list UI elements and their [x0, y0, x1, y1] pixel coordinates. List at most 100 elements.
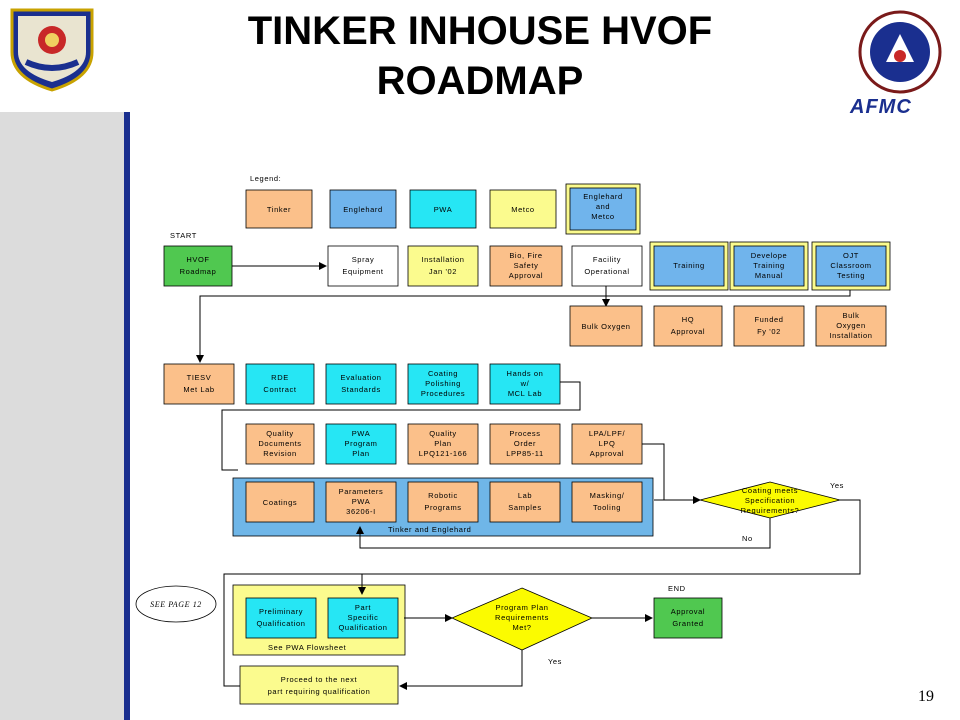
- legend-pwa-text: PWA: [434, 205, 453, 214]
- node-prelim-line2: Qualification: [256, 619, 305, 628]
- slide-title: TINKER INHOUSE HVOF ROADMAP: [150, 6, 810, 106]
- start-label: START: [170, 231, 197, 240]
- node-coatings: [245, 481, 315, 523]
- node-hvof-roadmap: [163, 245, 233, 287]
- node-bio-line3: Approval: [509, 271, 543, 280]
- legend-eng-metco-box: [569, 187, 637, 231]
- left-side-panel: [0, 112, 124, 720]
- node-lpa-line3: Approval: [590, 449, 624, 458]
- decision2-line2: Requirements: [495, 613, 549, 622]
- node-hands-on-mcl-lab: [489, 363, 561, 405]
- legend-tinker-box: [245, 189, 313, 229]
- node-ojt-line3: Testing: [837, 271, 865, 280]
- node-evaluation-standards: [325, 363, 397, 405]
- node-params-line1: Parameters: [339, 487, 384, 496]
- node-facility-line1: Facility: [593, 255, 621, 264]
- see-page-12-note: [135, 585, 217, 623]
- node-bulk-line1: Bulk Oxygen: [581, 322, 630, 331]
- node-rde-line1: RDE: [271, 373, 289, 382]
- node-masking-tooling: [571, 481, 643, 523]
- left-accent-rule: [124, 112, 130, 720]
- node-approval-line1: Approval: [671, 607, 705, 616]
- legend-englehard-text: Englehard: [343, 205, 383, 214]
- node-process-line3: LPP85-11: [506, 449, 544, 458]
- node-partspec-line3: Qualification: [338, 623, 387, 632]
- node-facility-line2: Operational: [584, 267, 629, 276]
- node-install-line2: Jan '02: [429, 267, 457, 276]
- node-lpa-line2: LPQ: [599, 439, 616, 448]
- node-lpa-approval: [571, 423, 643, 465]
- node-tiesv-line2: Met Lab: [183, 385, 214, 394]
- node-pwaplan-line3: Plan: [352, 449, 369, 458]
- node-spray-line2: Equipment: [342, 267, 384, 276]
- node-proceed-line1: Proceed to the next: [281, 675, 358, 684]
- node-ojt-classroom: [815, 245, 887, 287]
- afmc-brand-text: AFMC: [850, 96, 912, 118]
- end-label: END: [668, 584, 686, 593]
- node-parameters-pwa: [325, 481, 397, 523]
- node-partspec-line2: Specific: [347, 613, 378, 622]
- node-quality-documents: [245, 423, 315, 465]
- node-polish-line3: Procedures: [421, 389, 465, 398]
- oklahoma-city-alc-shield-logo: [6, 4, 98, 97]
- node-polish-line2: Polishing: [425, 379, 461, 388]
- node-partspec-line1: Part: [355, 603, 371, 612]
- node-funded-line1: Funded: [754, 315, 783, 324]
- decision1-yes-label: Yes: [830, 481, 844, 490]
- node-masking-line1: Masking/: [590, 491, 625, 500]
- node-rde-contract: [245, 363, 315, 405]
- region-tinker-englehard-label: Tinker and Englehard: [388, 525, 471, 534]
- node-bulk-oxygen: [569, 305, 643, 347]
- decision2-line1: Program Plan: [495, 603, 548, 612]
- node-ojt-line2: Classroom: [830, 261, 871, 270]
- node-hq-line1: HQ: [682, 315, 694, 324]
- node-eval-line2: Standards: [341, 385, 381, 394]
- node-handson-line1: Hands on: [507, 369, 544, 378]
- region-pwa-flowsheet-label: See PWA Flowsheet: [268, 643, 347, 652]
- node-bulk-oxygen-installation: [815, 305, 887, 347]
- node-rde-line2: Contract: [263, 385, 296, 394]
- node-quality-plan: [407, 423, 479, 465]
- node-robotic-line2: Programs: [424, 503, 461, 512]
- decision2-yes-label: Yes: [548, 657, 562, 666]
- node-handson-line3: MCL Lab: [508, 389, 542, 398]
- title-line-1: TINKER INHOUSE HVOF: [247, 9, 713, 53]
- node-hq-approval: [653, 305, 723, 347]
- legend-eng-metco-line1: Englehard: [583, 192, 623, 201]
- see-page-12-text: SEE PAGE 12: [150, 600, 202, 609]
- legend-eng-metco-line3: Metco: [591, 212, 614, 221]
- node-lab-samples: [489, 481, 561, 523]
- node-quality-line3: Revision: [263, 449, 297, 458]
- node-qplan-line2: Plan: [434, 439, 451, 448]
- flow-connectors: [196, 262, 861, 690]
- node-bio-line2: Safety: [514, 261, 539, 270]
- node-installation: [407, 245, 479, 287]
- node-robotic-programs: [407, 481, 479, 523]
- directorate-of-propulsion-seal-logo: [858, 10, 942, 99]
- node-spray-equipment: [327, 245, 399, 287]
- node-pwaplan-line1: PWA: [352, 429, 371, 438]
- decision1-line3: Requirements?: [741, 506, 800, 515]
- node-hvof-line2: Roadmap: [180, 267, 217, 276]
- node-spray-line1: Spray: [352, 255, 375, 264]
- node-process-line2: Order: [514, 439, 536, 448]
- node-funded: [733, 305, 805, 347]
- node-labsamp-line1: Lab: [518, 491, 532, 500]
- node-ojt-line1: OJT: [843, 251, 859, 260]
- node-labsamp-line2: Samples: [508, 503, 541, 512]
- node-pwaplan-line2: Program: [345, 439, 378, 448]
- node-proceed-next-part: [239, 665, 399, 705]
- node-bulkinst-line3: Installation: [829, 331, 872, 340]
- node-funded-line2: Fy '02: [757, 327, 781, 336]
- node-handson-line2: w/: [520, 379, 530, 388]
- node-bulkinst-line1: Bulk: [843, 311, 860, 320]
- decision-coating-meets-spec: [699, 481, 841, 519]
- legend-metco-box: [489, 189, 557, 229]
- node-tiesv-met-lab: [163, 363, 235, 405]
- node-develop-line2: Training: [753, 261, 785, 270]
- node-develop-training-manual: [733, 245, 805, 287]
- node-process-order: [489, 423, 561, 465]
- node-bio-fire-safety: [489, 245, 563, 287]
- legend-metco-text: Metco: [511, 205, 534, 214]
